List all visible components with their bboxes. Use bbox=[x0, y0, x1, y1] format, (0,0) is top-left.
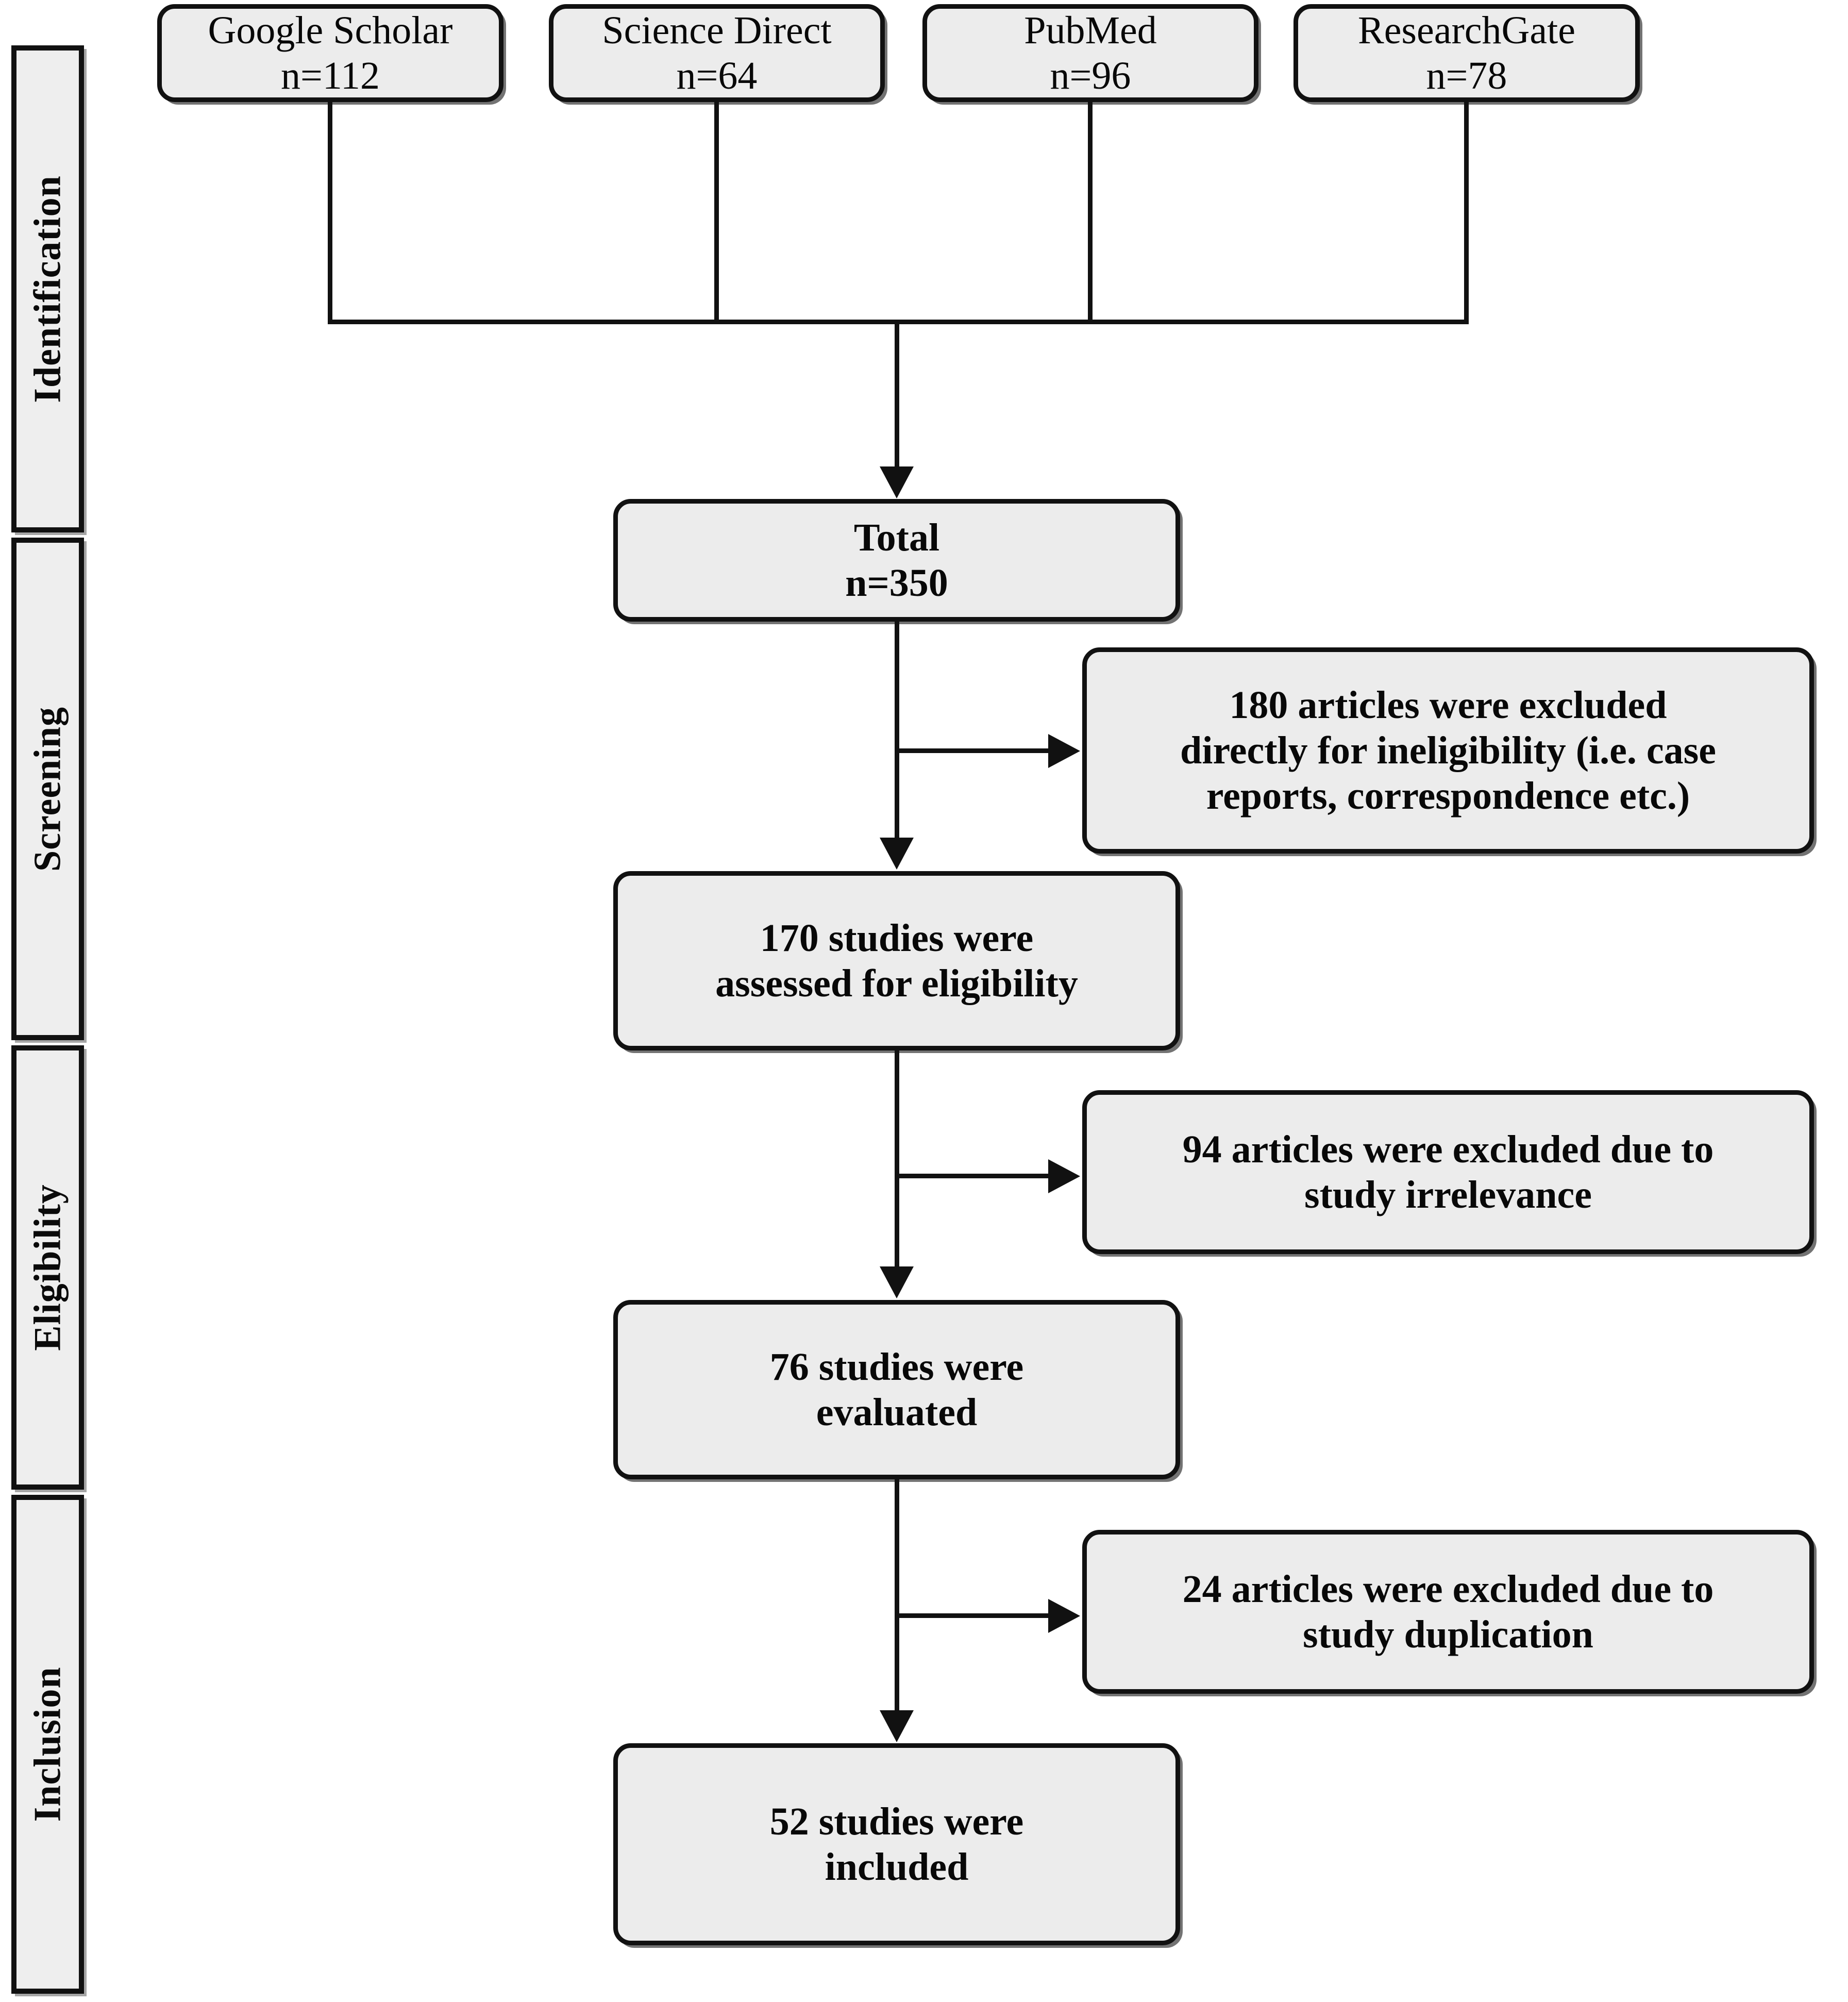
flow-evaluated-line1: 76 studies were bbox=[769, 1345, 1024, 1389]
source-count-science-direct: n=64 bbox=[676, 54, 758, 97]
exclusion-ineligible-line1: 180 articles were excluded bbox=[1229, 683, 1667, 727]
source-box-researchgate: ResearchGate n=78 bbox=[1293, 4, 1640, 102]
exclusion-ineligible-line2: directly for ineligibility (i.e. case bbox=[1180, 728, 1716, 772]
arrowhead-to-total bbox=[880, 466, 914, 498]
arrowhead-to-evaluated bbox=[880, 1266, 914, 1298]
flow-assessed-line1: 170 studies were bbox=[760, 916, 1034, 960]
exclusion-duplication-line2: study duplication bbox=[1303, 1613, 1593, 1656]
source-name-science-direct: Science Direct bbox=[602, 8, 832, 52]
stage-identification-label: Identification bbox=[26, 175, 69, 403]
arrowhead-to-exclusion-irrelevance bbox=[1048, 1159, 1080, 1193]
arrowhead-to-exclusion-ineligible bbox=[1048, 734, 1080, 768]
source-name-pubmed: PubMed bbox=[1024, 8, 1157, 52]
flow-included-line2: included bbox=[825, 1845, 969, 1889]
source-name-google-scholar: Google Scholar bbox=[208, 8, 453, 52]
stage-inclusion: Inclusion bbox=[11, 1495, 84, 1994]
source-box-science-direct: Science Direct n=64 bbox=[549, 4, 885, 102]
source-box-pubmed: PubMed n=96 bbox=[922, 4, 1258, 102]
stage-inclusion-label: Inclusion bbox=[26, 1666, 69, 1822]
flow-box-total: Total n=350 bbox=[613, 499, 1180, 622]
connector-total-to-assessed bbox=[895, 622, 899, 839]
exclusion-ineligible-line3: reports, correspondence etc.) bbox=[1206, 774, 1690, 818]
connector-researchgate-drop bbox=[1464, 102, 1469, 324]
connector-pubmed-drop bbox=[1088, 102, 1093, 324]
exclusion-box-ineligible: 180 articles were excluded directly for … bbox=[1082, 647, 1814, 854]
flow-box-evaluated: 76 studies were evaluated bbox=[613, 1300, 1180, 1479]
exclusion-box-duplication: 24 articles were excluded due to study d… bbox=[1082, 1530, 1814, 1694]
flow-box-assessed: 170 studies were assessed for eligibilit… bbox=[613, 871, 1180, 1050]
exclusion-irrelevance-line1: 94 articles were excluded due to bbox=[1182, 1127, 1714, 1171]
flow-box-included: 52 studies were included bbox=[613, 1743, 1180, 1945]
connector-science-direct-drop bbox=[714, 102, 719, 324]
arrowhead-to-exclusion-duplication bbox=[1048, 1599, 1080, 1633]
exclusion-irrelevance-line2: study irrelevance bbox=[1304, 1173, 1592, 1216]
connector-collector-to-total bbox=[895, 320, 899, 468]
source-name-researchgate: ResearchGate bbox=[1358, 8, 1575, 52]
flow-assessed-line2: assessed for eligibility bbox=[715, 962, 1078, 1005]
stage-eligibility-label: Eligibility bbox=[26, 1184, 69, 1351]
flow-included-line1: 52 studies were bbox=[769, 1799, 1024, 1843]
stage-screening: Screening bbox=[11, 538, 84, 1040]
source-count-researchgate: n=78 bbox=[1426, 54, 1507, 97]
exclusion-duplication-line1: 24 articles were excluded due to bbox=[1182, 1567, 1714, 1611]
source-box-google-scholar: Google Scholar n=112 bbox=[157, 4, 503, 102]
stage-identification: Identification bbox=[11, 45, 84, 532]
connector-branch-to-exclusion-ineligible bbox=[895, 748, 1049, 753]
connector-assessed-to-evaluated bbox=[895, 1050, 899, 1268]
stage-screening-label: Screening bbox=[26, 706, 69, 872]
arrowhead-to-assessed bbox=[880, 838, 914, 870]
arrowhead-to-included bbox=[880, 1710, 914, 1742]
connector-branch-to-exclusion-duplication bbox=[895, 1613, 1049, 1618]
source-count-pubmed: n=96 bbox=[1050, 54, 1131, 97]
connector-evaluated-to-included bbox=[895, 1479, 899, 1712]
source-count-google-scholar: n=112 bbox=[280, 54, 380, 97]
connector-branch-to-exclusion-irrelevance bbox=[895, 1174, 1049, 1178]
flow-total-line1: Total bbox=[853, 515, 940, 559]
stage-eligibility: Eligibility bbox=[11, 1045, 84, 1490]
flow-evaluated-line2: evaluated bbox=[816, 1391, 978, 1434]
connector-google-scholar-drop bbox=[328, 102, 332, 324]
flow-total-line2: n=350 bbox=[845, 561, 948, 605]
exclusion-box-irrelevance: 94 articles were excluded due to study i… bbox=[1082, 1090, 1814, 1254]
